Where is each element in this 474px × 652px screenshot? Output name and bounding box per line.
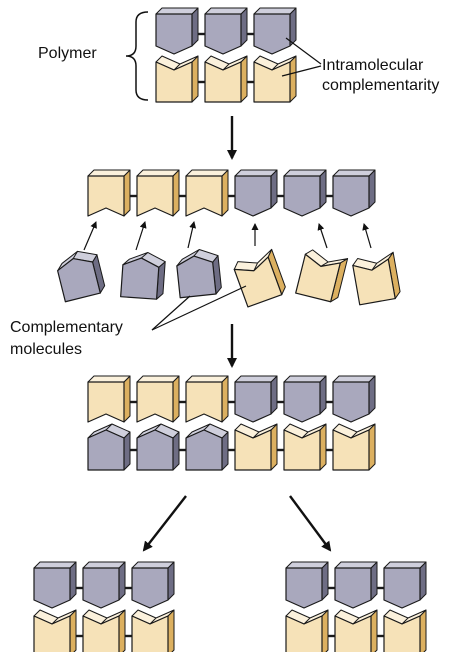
- free-purple-monomer: [120, 251, 166, 300]
- arrow-small-5: [317, 223, 328, 249]
- pointer-line-monomer-purple: [151, 295, 191, 331]
- free-purple-monomer: [176, 249, 222, 299]
- duplex-bottom-purple-unit: [185, 423, 229, 471]
- template-purple-unit: [332, 169, 376, 217]
- duplex-top-purple-unit: [234, 375, 278, 423]
- duplex-bottom-tan-unit: [283, 423, 327, 471]
- arrow-down-left: [142, 495, 187, 552]
- product-right-bottom-tan-unit: [285, 609, 329, 652]
- polymer-top-purple-unit: [253, 7, 297, 55]
- duplex-top-purple-unit: [283, 375, 327, 423]
- polymer-stage: [155, 7, 297, 103]
- polymer-bottom-tan-unit: [253, 55, 297, 103]
- arrow-down-right: [289, 495, 332, 552]
- arrow-small-6: [362, 223, 372, 249]
- pointer-line-tan: [281, 65, 322, 77]
- product-left-top-purple-unit: [131, 561, 175, 609]
- pointer-line-purple: [285, 37, 322, 65]
- polymer-label: Polymer: [38, 45, 97, 62]
- product-right-bottom-tan-unit: [334, 609, 378, 652]
- polymer-top-purple-unit: [155, 7, 199, 55]
- duplex-bottom-purple-unit: [87, 423, 131, 471]
- product-right-top-purple-unit: [334, 561, 378, 609]
- free-tan-monomer: [352, 251, 401, 306]
- intramolecular-label-line2: complementarity: [322, 77, 440, 94]
- free-tan-monomer: [295, 249, 349, 303]
- product-left-bottom-tan-unit: [131, 609, 175, 652]
- duplex-top-purple-unit: [332, 375, 376, 423]
- product-left-stage: [33, 561, 175, 652]
- duplex-bottom-tan-unit: [234, 423, 278, 471]
- product-right-top-purple-unit: [285, 561, 329, 609]
- free-monomers-stage: [57, 248, 401, 308]
- intramolecular-label-line1: Intramolecular: [322, 57, 424, 74]
- product-left-bottom-tan-unit: [33, 609, 77, 652]
- duplex-top-tan-unit: [185, 375, 229, 423]
- template-purple-unit: [234, 169, 278, 217]
- pointer-line-monomer-tan: [151, 285, 247, 331]
- duplex-bottom-purple-unit: [136, 423, 180, 471]
- duplex-top-tan-unit: [136, 375, 180, 423]
- complementary-label-line2: molecules: [10, 341, 83, 358]
- product-left-top-purple-unit: [82, 561, 126, 609]
- polymer-bottom-tan-unit: [204, 55, 248, 103]
- product-right-bottom-tan-unit: [383, 609, 427, 652]
- template-tan-unit: [136, 169, 180, 217]
- duplex-top-tan-unit: [87, 375, 131, 423]
- arrow-small-3: [187, 221, 197, 249]
- product-left-top-purple-unit: [33, 561, 77, 609]
- arrow-small-1: [83, 221, 97, 251]
- free-purple-monomer: [57, 250, 106, 303]
- polymer-top-purple-unit: [204, 7, 248, 55]
- product-right-top-purple-unit: [383, 561, 427, 609]
- template-purple-unit: [283, 169, 327, 217]
- polymer-brace: [125, 11, 149, 101]
- template-tan-unit: [87, 169, 131, 217]
- polymer-bottom-tan-unit: [155, 55, 199, 103]
- product-left-bottom-tan-unit: [82, 609, 126, 652]
- free-tan-monomer: [233, 248, 286, 308]
- product-right-stage: [285, 561, 427, 652]
- arrow-small-2: [135, 221, 147, 251]
- complementary-label-line1: Complementary: [10, 319, 123, 336]
- template-tan-unit: [185, 169, 229, 217]
- duplex-bottom-tan-unit: [332, 423, 376, 471]
- template-strand-stage: [87, 169, 376, 217]
- duplex-stage: [87, 375, 376, 471]
